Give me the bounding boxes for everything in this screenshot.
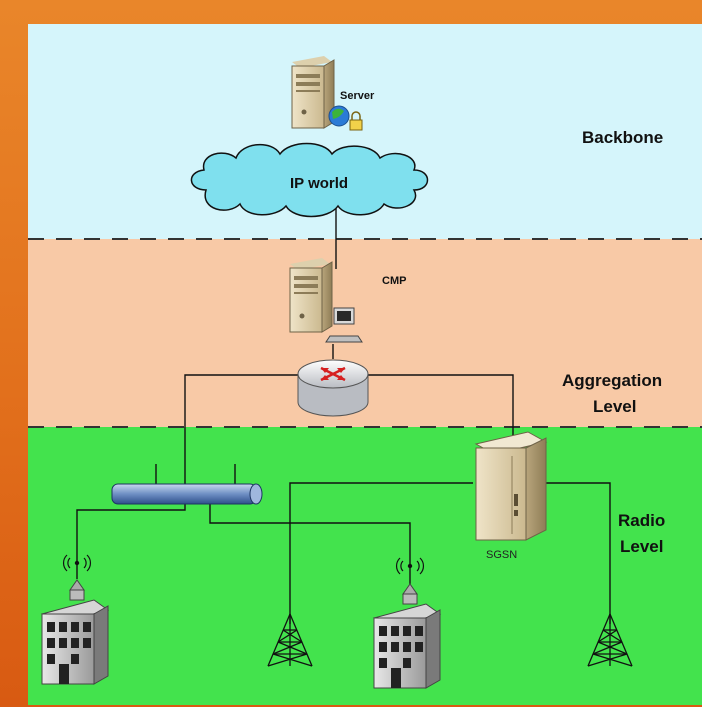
sgsn-icon xyxy=(474,431,548,541)
backbone-label: Backbone xyxy=(582,128,663,147)
antenna-tower-right-icon xyxy=(587,613,633,667)
ip-world-label: IP world xyxy=(290,175,348,192)
radio-label-line1: Radio xyxy=(618,511,665,530)
bus-pipe xyxy=(111,483,263,505)
radio-band xyxy=(28,427,702,705)
sgsn-label: SGSN xyxy=(486,549,517,561)
ip-world-cloud xyxy=(190,142,429,218)
cmp-label: CMP xyxy=(382,275,406,287)
base-station-right-icon xyxy=(372,557,442,689)
aggregation-label-line2: Level xyxy=(593,397,636,416)
radio-signal-icon xyxy=(396,557,424,575)
network-diagram: Server IP world CMP xyxy=(28,24,702,705)
router-icon xyxy=(297,359,369,417)
lock-icon xyxy=(349,119,363,131)
server-icon xyxy=(291,56,363,131)
server-label: Server xyxy=(340,90,375,102)
radio-signal-icon xyxy=(63,554,91,572)
antenna-tower-left-icon xyxy=(267,613,313,667)
base-station-left-icon xyxy=(40,554,110,685)
aggregation-label-line1: Aggregation xyxy=(562,371,662,390)
radio-label-line2: Level xyxy=(620,537,663,556)
connection-lines xyxy=(76,204,611,624)
workstation-icon xyxy=(325,307,363,343)
cmp-server-icon xyxy=(289,258,363,343)
